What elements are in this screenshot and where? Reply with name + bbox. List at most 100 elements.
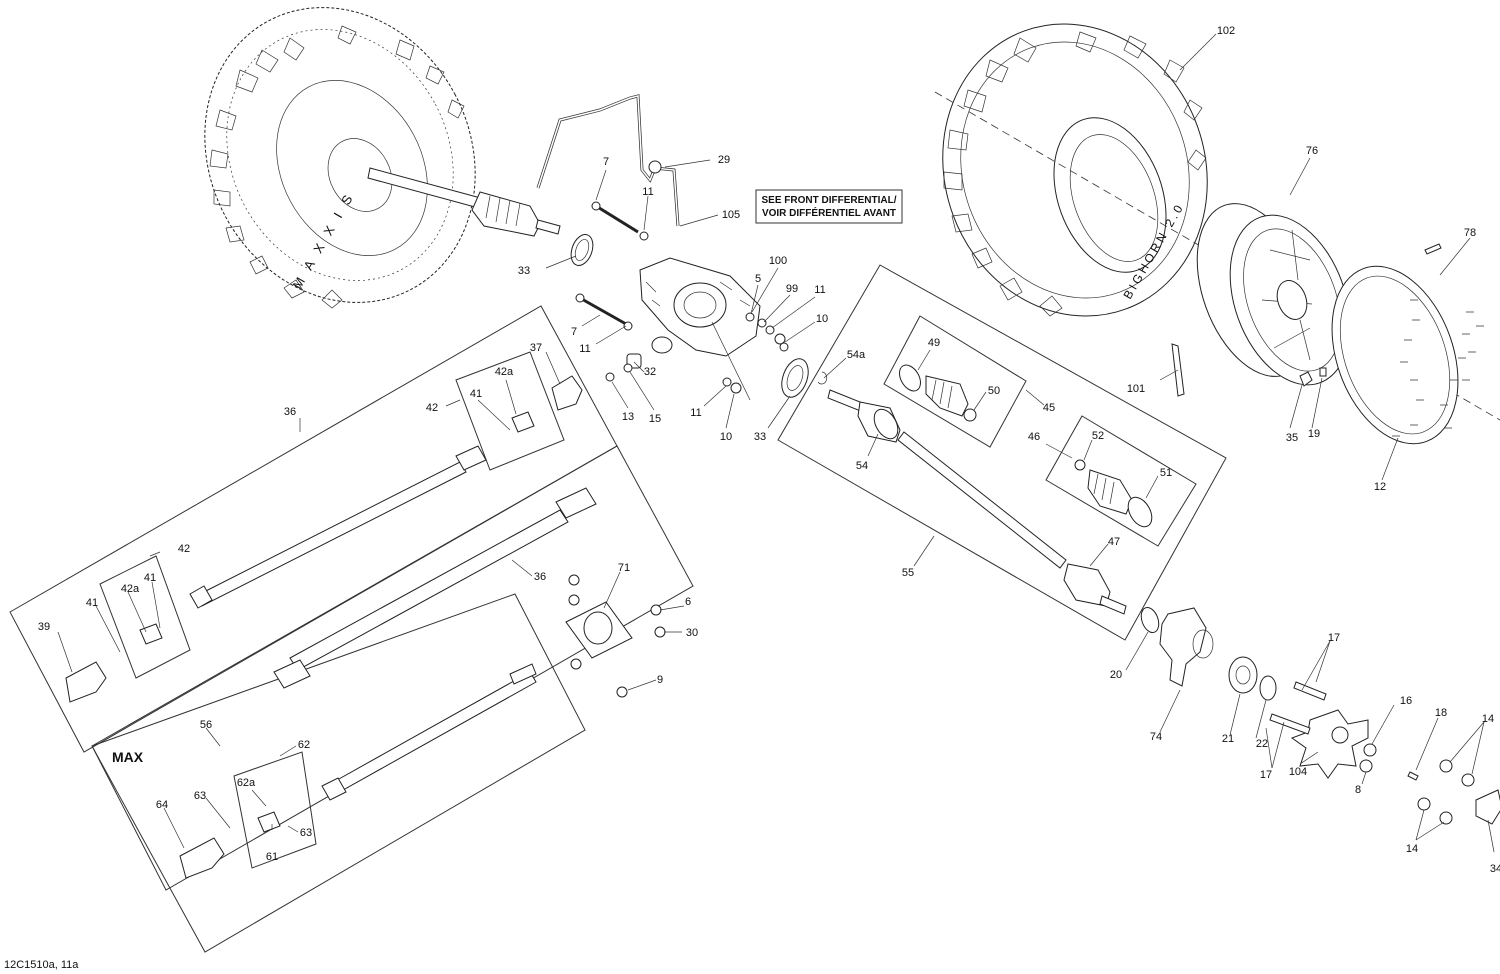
callout-42-top: 42 xyxy=(426,402,438,414)
bolt-7-lower xyxy=(575,293,633,331)
cotter-pin-18 xyxy=(1407,771,1419,781)
callout-41-left: 41 xyxy=(86,597,98,609)
inner-boot xyxy=(899,364,977,422)
cross-42a-left xyxy=(139,623,163,645)
propeller-shaft-max xyxy=(321,663,537,801)
callout-62a: 62a xyxy=(237,777,256,789)
callout-99: 99 xyxy=(786,283,798,295)
callout-105: 105 xyxy=(722,209,740,221)
callout-64: 64 xyxy=(156,799,168,811)
callout-63-right: 63 xyxy=(300,827,312,839)
drive-axle-shaft xyxy=(827,389,1127,615)
callout-34: 34 xyxy=(1490,863,1500,875)
rear-differential xyxy=(639,257,761,357)
max-label: MAX xyxy=(112,749,144,765)
callout-17-bottom: 17 xyxy=(1260,769,1272,781)
callout-62: 62 xyxy=(298,739,310,751)
callout-33-top: 33 xyxy=(518,265,530,277)
brake-line-105 xyxy=(536,94,680,227)
callout-11-top: 11 xyxy=(642,186,653,198)
callout-61: 61 xyxy=(266,851,278,863)
boot-kit-box-45 xyxy=(883,315,1027,448)
nut-8 xyxy=(1359,759,1373,773)
callout-10-right: 10 xyxy=(816,313,828,325)
callout-76: 76 xyxy=(1306,145,1318,157)
callout-5: 5 xyxy=(755,273,761,285)
outer-boot xyxy=(1074,459,1153,528)
callout-54a: 54a xyxy=(847,349,866,361)
cap-34 xyxy=(1475,789,1500,825)
ujoint-box-42-top xyxy=(455,351,565,471)
seal-33-upper xyxy=(570,234,594,266)
callout-49: 49 xyxy=(928,337,940,349)
nut-16 xyxy=(1363,743,1377,757)
callout-11-right: 11 xyxy=(814,284,825,296)
callout-42-mid: 42 xyxy=(178,543,190,555)
boot-kit-box-46 xyxy=(1045,415,1197,547)
callout-39: 39 xyxy=(38,621,50,633)
callout-29: 29 xyxy=(718,154,730,166)
valve-stem-35 xyxy=(1299,371,1313,387)
callout-47: 47 xyxy=(1108,536,1120,548)
callout-102: 102 xyxy=(1217,25,1235,37)
callout-17-top: 17 xyxy=(1328,632,1340,644)
seal-33-lower xyxy=(781,358,809,398)
beadlock-ring-78 xyxy=(1331,243,1459,445)
callout-6: 6 xyxy=(685,596,691,608)
callout-50: 50 xyxy=(988,385,1000,397)
callout-33-lower: 33 xyxy=(754,431,766,443)
ring-bolts-12 xyxy=(1392,299,1484,437)
callout-42a-mid: 42a xyxy=(121,583,140,595)
callout-21: 21 xyxy=(1222,733,1234,745)
axle-box-55 xyxy=(777,264,1227,641)
callout-35: 35 xyxy=(1286,432,1298,444)
callout-51: 51 xyxy=(1160,467,1172,479)
callout-7-top: 7 xyxy=(603,156,609,168)
cross-42a-top xyxy=(511,411,535,433)
callout-30: 30 xyxy=(686,627,698,639)
center-bearing-71 xyxy=(565,574,666,698)
callout-9: 9 xyxy=(657,674,663,686)
see-front-differential-note: SEE FRONT DIFFERENTIAL/ VOIR DIFFÉRENTIE… xyxy=(755,189,903,224)
ujoint-box-42-left xyxy=(99,555,191,679)
right-tire-assembly: BIGHORN 2.0 xyxy=(934,23,1500,421)
callout-56: 56 xyxy=(200,719,212,731)
propeller-shaft-upper xyxy=(189,445,487,609)
callout-42a-top: 42a xyxy=(495,366,514,378)
callout-74: 74 xyxy=(1150,731,1162,743)
callout-46: 46 xyxy=(1028,431,1040,443)
leader-lines xyxy=(57,33,1495,853)
rim-76 xyxy=(1196,203,1351,386)
callout-10-bottom: 10 xyxy=(720,431,732,443)
callout-36-top: 36 xyxy=(284,406,296,418)
callout-71: 71 xyxy=(618,562,630,574)
knuckle-74 xyxy=(1140,606,1214,687)
note-line-1: SEE FRONT DIFFERENTIAL/ xyxy=(762,195,897,206)
callout-20: 20 xyxy=(1110,669,1122,681)
callout-36-mid: 36 xyxy=(534,571,546,583)
callout-54: 54 xyxy=(856,460,868,472)
callout-14-top: 14 xyxy=(1482,713,1494,725)
valve-cap-19 xyxy=(1319,367,1327,377)
callout-12: 12 xyxy=(1374,481,1386,493)
callout-numbers: 102 76 78 101 35 19 12 29 105 7 11 33 10… xyxy=(38,25,1500,875)
callout-37: 37 xyxy=(530,342,542,354)
callout-19: 19 xyxy=(1308,428,1320,440)
bolt-7-top xyxy=(591,201,649,241)
callout-52: 52 xyxy=(1092,430,1104,442)
figure-code: 12C1510a, 11a xyxy=(4,959,79,971)
callout-100: 100 xyxy=(769,255,787,267)
callout-11-bottom: 11 xyxy=(690,407,701,419)
propeller-box-36-lower xyxy=(91,445,694,891)
note-line-2: VOIR DIFFÉRENTIEL AVANT xyxy=(762,206,896,219)
cross-62a xyxy=(257,811,281,833)
callout-32: 32 xyxy=(644,366,656,378)
callout-101: 101 xyxy=(1127,383,1145,395)
left-tire-assembly: M A X X I S xyxy=(204,7,561,309)
bearing-21 xyxy=(1228,656,1258,694)
lug-nuts-14 xyxy=(1417,759,1475,825)
yoke-64 xyxy=(179,837,225,879)
ujoint-box-62 xyxy=(233,751,317,869)
callout-13: 13 xyxy=(622,411,634,423)
